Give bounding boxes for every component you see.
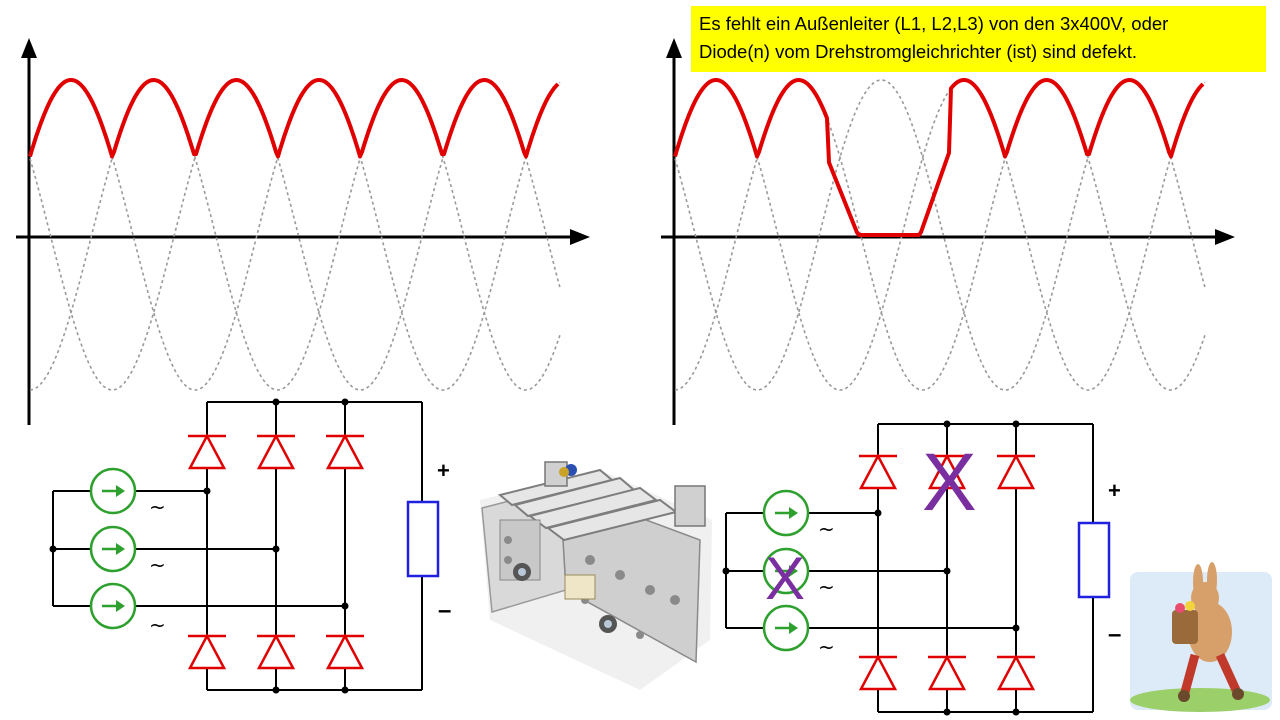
diode-icon — [325, 433, 365, 470]
fault-note-box: Es fehlt ein Außenleiter (L1, L2,L3) von… — [691, 6, 1266, 72]
y-axis-arrow — [21, 38, 37, 58]
rectified-output-wave — [28, 78, 560, 159]
easter-bunny-illustration — [1130, 562, 1272, 712]
tilde-label: ~ — [149, 613, 166, 637]
load-resistor — [1077, 521, 1111, 599]
diode-icon — [996, 654, 1036, 691]
tilde-label: ~ — [818, 517, 835, 541]
waveform-chart-normal — [16, 38, 590, 425]
load-resistor — [406, 500, 440, 578]
waveform-chart-fault — [661, 38, 1235, 425]
x-axis-arrow — [570, 229, 590, 245]
diode-icon — [996, 453, 1036, 490]
bridge-rectifier-circuit-fault — [722, 420, 1111, 716]
tilde-label: ~ — [818, 635, 835, 659]
diode-icon — [325, 633, 365, 670]
ac-source-icon — [762, 604, 810, 652]
phase-wave-l2 — [29, 79, 561, 391]
diode-icon — [256, 433, 296, 470]
ac-source-icon — [762, 547, 810, 595]
tilde-label: ~ — [149, 553, 166, 577]
phase-wave-l3 — [29, 79, 561, 391]
phase-wave-l2 — [674, 79, 1206, 391]
ac-source-icon — [89, 525, 137, 573]
diode-icon — [858, 453, 898, 490]
ac-source-icon — [89, 467, 137, 515]
diode-icon — [187, 433, 227, 470]
bridge-rectifier-circuit-normal — [49, 398, 440, 694]
tilde-label: ~ — [149, 495, 166, 519]
y-axis-arrow — [666, 38, 682, 58]
diode-icon — [858, 654, 898, 691]
note-line-1: Es fehlt ein Außenleiter (L1, L2,L3) von… — [699, 13, 1169, 34]
phase-wave-l1 — [29, 79, 561, 391]
ac-source-icon — [762, 489, 810, 537]
faulty-output-wave — [673, 78, 1205, 237]
ac-source-icon — [89, 582, 137, 630]
tilde-label: ~ — [818, 575, 835, 599]
x-axis-arrow — [1215, 229, 1235, 245]
diode-icon — [927, 654, 967, 691]
note-line-2: Diode(n) vom Drehstromgleichrichter (ist… — [699, 41, 1137, 62]
plus-label: + — [1108, 478, 1121, 503]
defect-mark-diode: X — [922, 437, 977, 528]
minus-label: – — [1108, 621, 1121, 648]
phase-wave-l1 — [674, 79, 1206, 391]
plus-label: + — [437, 458, 450, 483]
diode-icon — [927, 453, 967, 490]
minus-label: – — [438, 597, 451, 624]
bridge-rectifier-module-photo — [480, 461, 712, 690]
diode-icon — [187, 633, 227, 670]
diode-icon — [256, 633, 296, 670]
phase-wave-l3 — [674, 79, 1206, 391]
defect-mark-phase: X — [765, 545, 805, 612]
